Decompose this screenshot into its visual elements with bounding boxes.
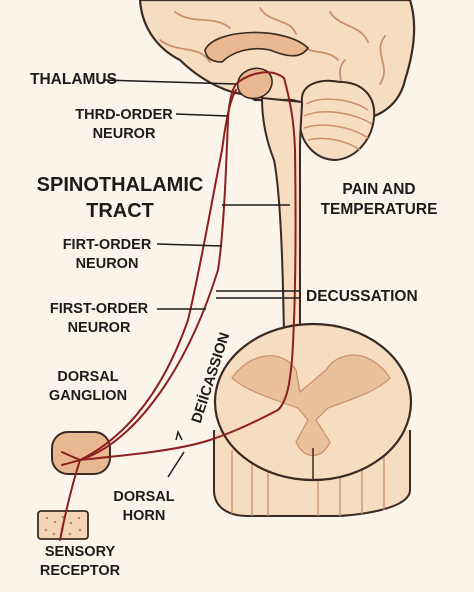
sensory-receptor-label: SENSORY RECEPTOR (18, 543, 142, 580)
tract-title-line-1: SPINOTHALAMIC (36, 174, 204, 196)
first-order-fiber-main (79, 77, 297, 461)
ganglion-branch-2 (61, 459, 81, 466)
dorsal-horn-line-2: HORN (122, 507, 166, 524)
first-order-a-line-2: NEURON (75, 255, 139, 272)
corpus-callosum (204, 31, 310, 63)
sensory-receptor-line-2: RECEPTOR (39, 562, 121, 579)
dorsal-ganglion-label: DORSAL GANGLION (36, 368, 140, 405)
spinal-cord-section (213, 322, 413, 517)
first-order-a-line-1: FIRT-ORDER (62, 237, 152, 253)
tract-title: SPINOTHALAMIC TRACT (32, 172, 208, 224)
third-order-line-2: NEUROR (92, 125, 156, 142)
neuron-pathways (59, 71, 297, 541)
third-order-fiber (235, 71, 285, 85)
first-order-b-line-2: NEUROR (67, 319, 131, 336)
sensory-fiber (59, 459, 81, 541)
third-order-line-1: THRD-ORDER (75, 107, 173, 123)
cerebellum (298, 79, 376, 162)
first-order-fiber-third (79, 89, 237, 461)
thalamus-structure (236, 67, 273, 100)
first-order-b-line-1: FIRST-ORDER (49, 301, 149, 317)
pain-line-1: PAIN AND (342, 181, 416, 198)
thalamus-label: THALAMUS (30, 71, 117, 88)
leader-dorsal-horn (167, 451, 185, 478)
leader-third-order (175, 113, 229, 117)
dorsal-ganglion-line-1: DORSAL (57, 369, 119, 385)
leader-thalamus (102, 79, 237, 85)
sensory-receptor-line-1: SENSORY (44, 544, 116, 560)
dorsal-horn-label: DORSAL HORN (96, 488, 192, 525)
first-order-neuron-label-a: FIRT-ORDER NEURON (54, 236, 160, 273)
pain-line-2: TEMPERATURE (320, 200, 438, 218)
leader-first-order-a (156, 243, 223, 247)
tract-title-line-2: TRACT (86, 200, 154, 222)
first-order-neuron-label-b: FIRST-ORDER NEUROR (38, 300, 160, 337)
pain-temperature-label: PAIN AND TEMPERATURE (308, 180, 450, 220)
third-order-neuron-label: THRD-ORDER NEUROR (68, 106, 180, 143)
leader-lines (102, 79, 300, 478)
dorsal-horn-bracket (175, 429, 183, 441)
dorsal-horn-line-1: DORSAL (113, 489, 175, 505)
dorsal-ganglion-line-2: GANGLION (48, 387, 128, 404)
decussation-label: DECUSSATION (306, 288, 418, 305)
dorsal-root-ganglion (51, 431, 111, 475)
